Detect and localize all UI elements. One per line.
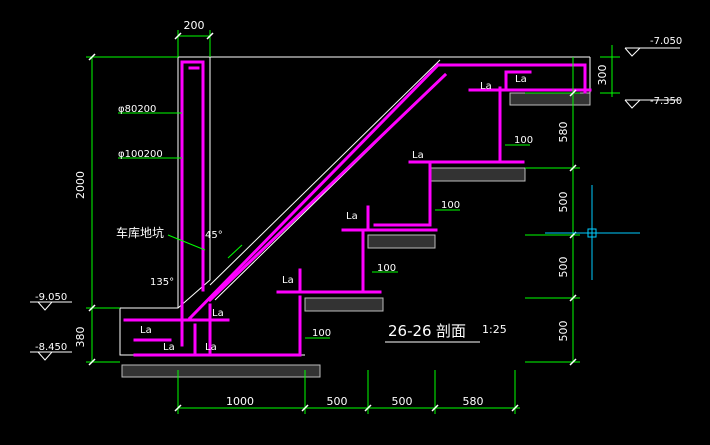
elevation-bottom-left: -9.050: [35, 292, 67, 303]
rebar-spec-2: φ100200: [118, 149, 163, 160]
dim-step-500-b: 500: [557, 257, 570, 278]
elevation-top-left: -7.050: [650, 36, 682, 47]
elevation-bottom-right: -8.450: [35, 342, 67, 353]
la-label-8: La: [163, 342, 175, 353]
dim-offset-100-a: 100: [514, 135, 533, 146]
dim-bottom-1000: 1000: [226, 395, 254, 408]
dim-base-height: 380: [74, 327, 87, 348]
drawing-scale: 1:25: [482, 323, 507, 336]
crosshair-icon: [545, 185, 640, 280]
elevation-markers: [30, 47, 680, 361]
dim-offset-100-d: 100: [312, 328, 331, 339]
dim-bottom-500-b: 500: [392, 395, 413, 408]
dim-total-height: 2000: [74, 171, 87, 199]
dim-offset-100-c: 100: [377, 263, 396, 274]
la-label-2: La: [515, 74, 527, 85]
la-label-7: La: [140, 325, 152, 336]
la-label-3: La: [412, 150, 424, 161]
rebar-spec-1: φ80200: [118, 104, 156, 115]
angle-135-label: 135°: [150, 277, 174, 288]
drawing-title-cn: 剖面: [436, 322, 466, 340]
dim-step-rise-top: 300: [596, 65, 609, 86]
angle-45-label: 45°: [205, 230, 223, 241]
dim-step-500-c: 500: [557, 321, 570, 342]
la-label-4: La: [346, 211, 358, 222]
dim-wall-width: 200: [184, 19, 205, 32]
la-label-6: La: [212, 308, 224, 319]
dimension-lines: [86, 30, 620, 414]
rebar: [123, 60, 592, 357]
dim-step-500-a: 500: [557, 192, 570, 213]
la-label-5: La: [282, 275, 294, 286]
dim-bottom-580: 580: [463, 395, 484, 408]
dim-offset-100-b: 100: [441, 200, 460, 211]
garage-pit-label: 车库地坑: [116, 225, 164, 240]
dim-bottom-500-a: 500: [327, 395, 348, 408]
dim-step-580: 580: [557, 122, 570, 143]
la-label-9: La: [205, 342, 217, 353]
la-label-1: La: [480, 81, 492, 92]
dimension-ticks: [88, 32, 577, 412]
elevation-top-right: -7.350: [650, 96, 682, 107]
drawing-title: 26-26: [388, 322, 432, 340]
